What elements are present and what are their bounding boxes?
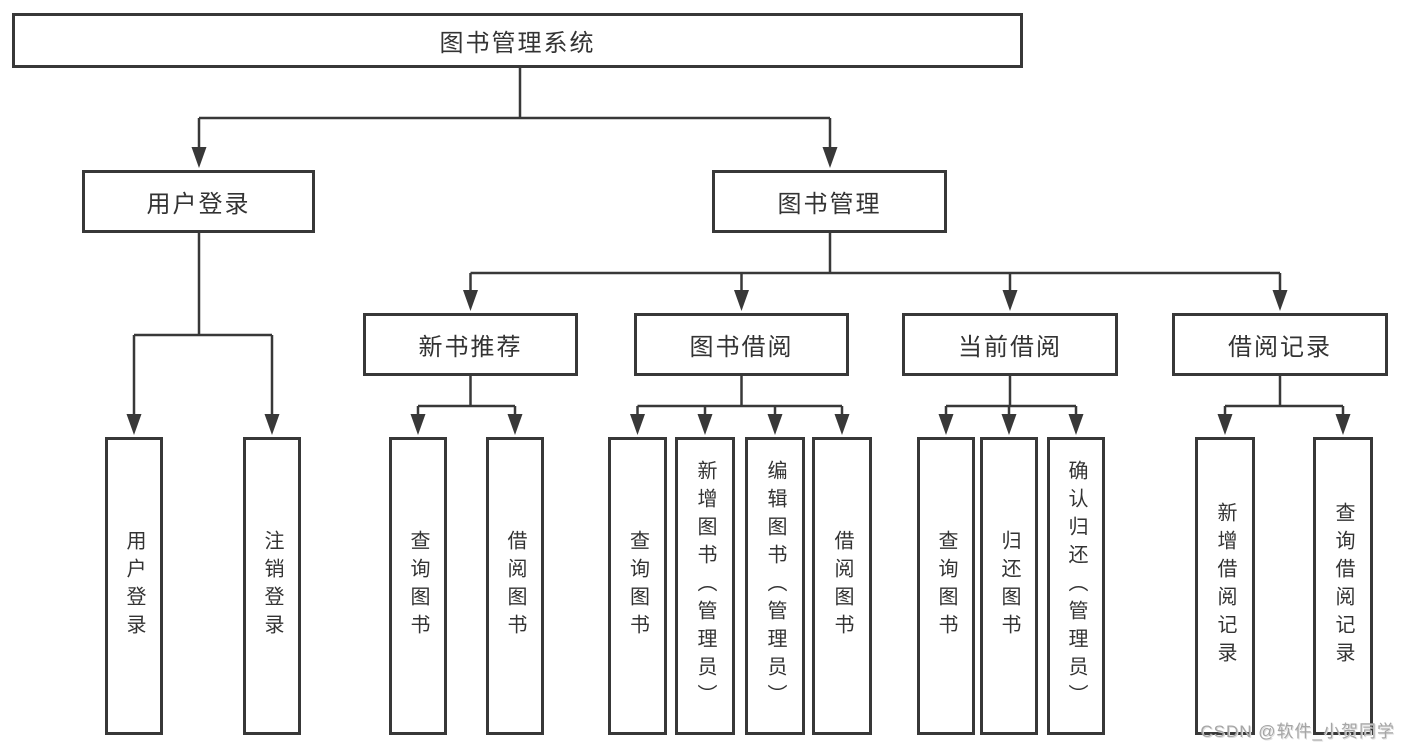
leaf-bor-edit-book: 编辑图书（管理员） (745, 437, 805, 735)
leaf-bor-borrow-book: 借阅图书 (812, 437, 872, 735)
node-book-mgmt: 图书管理 (712, 170, 947, 233)
edges-user-login (126, 233, 280, 435)
node-current-borrow-label: 当前借阅 (958, 334, 1062, 361)
leaf-bor-add-book: 新增图书（管理员） (675, 437, 735, 735)
edges-book-borrow (630, 376, 850, 435)
edges-root (191, 68, 838, 168)
leaf-bor-borrow-book-label: 借阅图书 (831, 530, 853, 642)
leaf-recd-add-record: 新增借阅记录 (1195, 437, 1255, 735)
edges-new-book-rec (410, 376, 523, 435)
leaf-user-login: 用户登录 (105, 437, 163, 735)
node-book-borrow-label: 图书借阅 (689, 334, 794, 361)
leaf-rec-query-book: 查询图书 (389, 437, 447, 735)
node-book-mgmt-label: 图书管理 (777, 191, 882, 218)
node-root-label: 图书管理系统 (439, 30, 596, 57)
leaf-cur-return-book-label: 归还图书 (998, 530, 1020, 642)
node-borrow-record-label: 借阅记录 (1228, 334, 1332, 361)
leaf-user-login-label: 用户登录 (123, 530, 145, 642)
leaf-recd-add-record-label: 新增借阅记录 (1214, 502, 1236, 670)
edges-book-mgmt (463, 233, 1288, 311)
edges-current-borrow (938, 376, 1084, 435)
leaf-bor-edit-book-label: 编辑图书（管理员） (764, 460, 786, 712)
watermark: CSDN @软件_小贺同学 (1200, 722, 1395, 741)
leaf-bor-query-book: 查询图书 (608, 437, 667, 735)
leaf-logout-label: 注销登录 (261, 530, 283, 642)
leaf-cur-return-book: 归还图书 (980, 437, 1038, 735)
leaf-rec-borrow-book: 借阅图书 (486, 437, 544, 735)
node-current-borrow: 当前借阅 (902, 313, 1118, 376)
edges-borrow-record (1217, 376, 1351, 435)
node-user-login-label: 用户登录 (146, 191, 251, 218)
node-new-book-rec-label: 新书推荐 (418, 334, 523, 361)
leaf-cur-query-book: 查询图书 (917, 437, 975, 735)
node-book-borrow: 图书借阅 (634, 313, 849, 376)
leaf-rec-borrow-book-label: 借阅图书 (504, 530, 526, 642)
node-new-book-rec: 新书推荐 (363, 313, 578, 376)
leaf-bor-add-book-label: 新增图书（管理员） (694, 460, 716, 712)
leaf-cur-query-book-label: 查询图书 (935, 530, 957, 642)
leaf-bor-query-book-label: 查询图书 (626, 530, 649, 642)
node-user-login: 用户登录 (82, 170, 315, 233)
leaf-recd-query-record: 查询借阅记录 (1313, 437, 1373, 735)
leaf-recd-query-record-label: 查询借阅记录 (1332, 502, 1354, 670)
node-root: 图书管理系统 (12, 13, 1023, 68)
leaf-logout: 注销登录 (243, 437, 301, 735)
leaf-cur-confirm-return-label: 确认归还（管理员） (1065, 460, 1087, 712)
leaf-cur-confirm-return: 确认归还（管理员） (1047, 437, 1105, 735)
leaf-rec-query-book-label: 查询图书 (407, 530, 429, 642)
node-borrow-record: 借阅记录 (1172, 313, 1388, 376)
